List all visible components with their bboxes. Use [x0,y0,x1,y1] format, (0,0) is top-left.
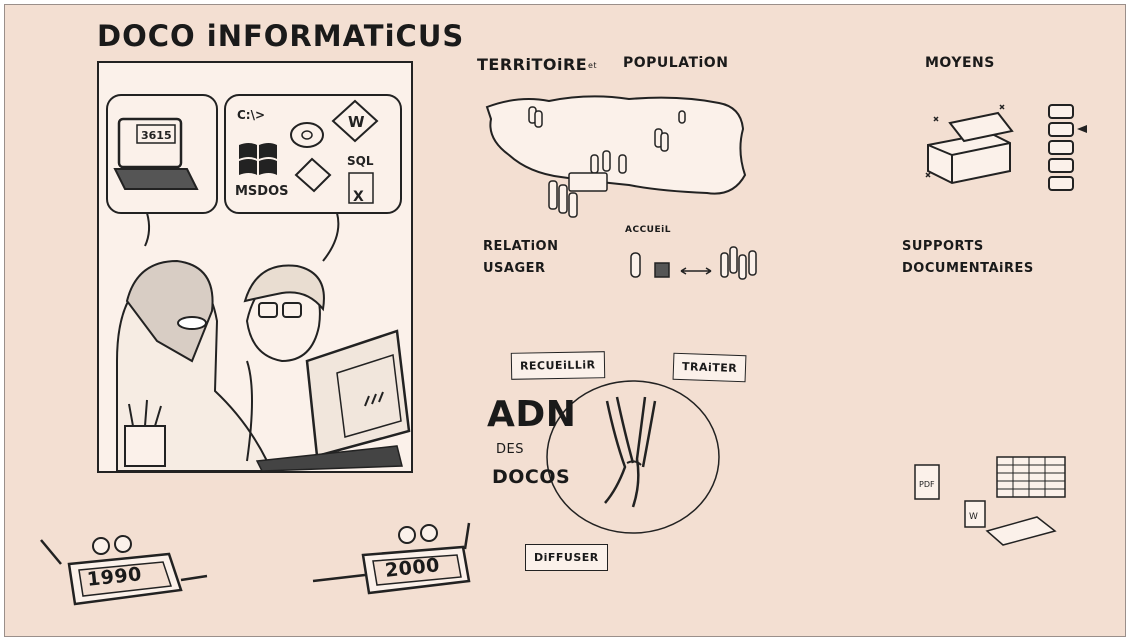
pdf-icon-text: PDF [919,480,935,489]
territoire-label: TERRiTOiRE [477,55,588,74]
supports-label-line1: SUPPORTS [902,239,984,254]
page-title: DOCO iNFORMATiCUS [97,19,465,53]
monitor-icon [305,329,411,458]
diamond-icon [294,157,332,193]
adn-title: ADN [487,394,577,435]
msdos-text: MSDOS [235,184,289,199]
year-1990-character-icon [40,535,208,606]
territoire-conj: et [588,61,598,70]
diffuser-tag: DiFFUSER [525,544,608,571]
spreadsheet-icon [996,456,1066,498]
comic-illustration: 3615 C:\> MSDOS W SQL X [106,94,411,472]
w-icon-text: W [969,512,978,522]
papers-icon [985,516,1057,546]
population-figures-icon [528,106,686,218]
chromosome-icon [604,396,657,508]
documents-icon: PDF W [914,456,1066,546]
traiter-tag: TRAiTER [672,352,747,383]
accueil-label: ACCUEiL [625,225,671,235]
reception-icon [630,246,757,280]
excel-icon [348,172,374,204]
windows-logo-icon [239,143,277,175]
sql-text: SQL [347,154,374,168]
svg-text:X: X [353,189,364,205]
word-icon [331,99,379,143]
relation-label-line1: RELATiON [483,239,559,254]
treasure-chest-icon [925,104,1014,185]
svg-text:W: W [348,113,365,131]
territory-map [485,95,747,218]
year-2000-character-icon [312,522,471,595]
cd-icon [290,122,324,148]
dna-circle-diagram [546,380,720,534]
whiteboard-canvas: DOCO iNFORMATiCUS 3615 C:\> MSDOS W SQL … [4,4,1126,637]
resource-stack-icon [1048,104,1087,191]
minitel-code-text: 3615 [141,129,172,142]
population-label: POPULATiON [623,55,729,71]
supports-label-line2: DOCUMENTAiRES [902,261,1034,276]
recueillir-tag: RECUEiLLiR [510,351,605,380]
adn-docos: DOCOS [492,466,571,488]
moyens-label: MOYENS [925,55,995,71]
adn-des: DES [496,442,524,457]
relation-label-line2: USAGER [483,261,546,276]
dos-prompt-text: C:\> [237,108,265,122]
